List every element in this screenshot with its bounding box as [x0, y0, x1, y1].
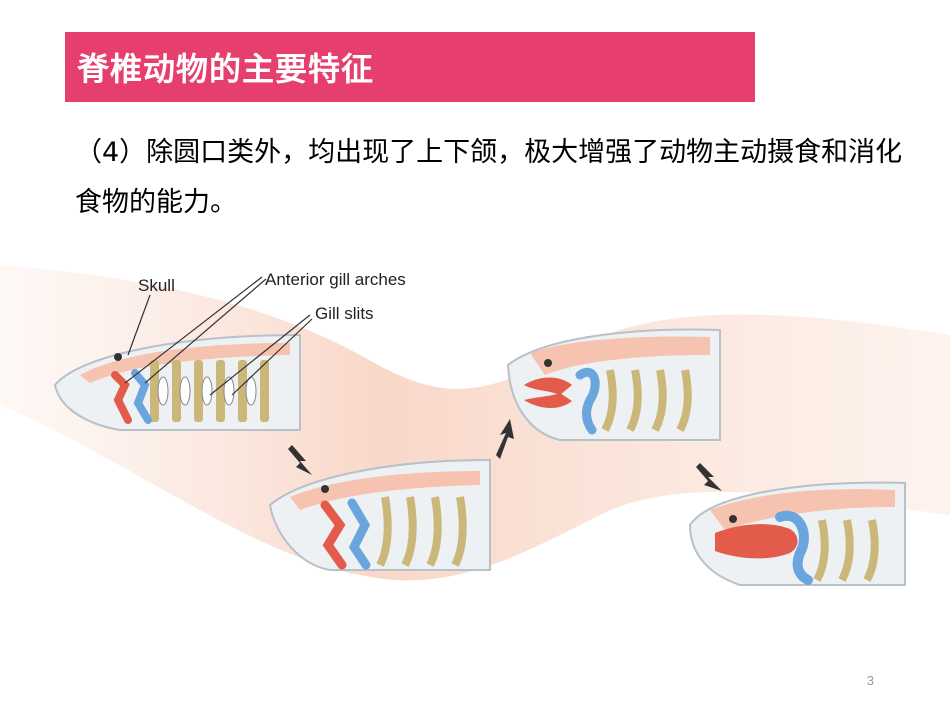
skull-label: Skull [138, 276, 175, 295]
arrow-3-icon [696, 463, 722, 491]
arrow-1-icon [288, 445, 312, 475]
arrow-2-icon [496, 419, 514, 459]
title-bar: 脊椎动物的主要特征 [65, 32, 755, 102]
stage-3-jawed [506, 328, 721, 441]
gill-slits-label: Gill slits [315, 304, 374, 323]
page-number: 3 [866, 673, 874, 688]
stage-1-jawless [53, 276, 313, 431]
stage-2-early-jaw [268, 458, 491, 571]
slide-body-text: （4）除圆口类外，均出现了上下颌，极大增强了动物主动摄食和消化食物的能力。 [75, 137, 903, 218]
jaw-evolution-diagram: Skull Anterior gill arches Gill slits [0, 265, 950, 586]
slide-title: 脊椎动物的主要特征 [77, 50, 375, 88]
stage-4-modern-jaw [688, 481, 906, 586]
anterior-gill-arches-label: Anterior gill arches [265, 270, 406, 289]
